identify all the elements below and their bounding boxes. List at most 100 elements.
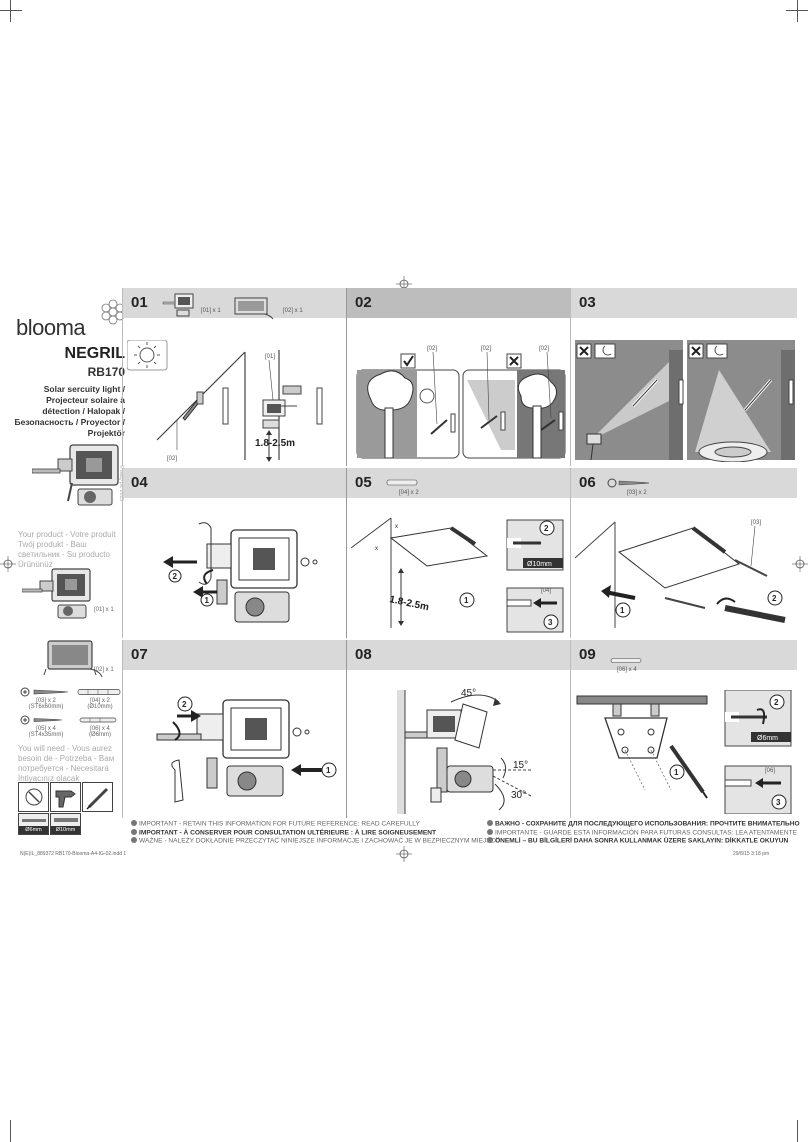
sidebar: blooma NEGRIL RB170 Solar sercuity light… [14, 285, 129, 845]
step-01-label-b: [01] [265, 354, 275, 360]
step-number: 03 [579, 294, 596, 311]
registration-mark-left [0, 556, 16, 572]
flag-ru-icon [487, 820, 493, 826]
screwdriver-tool-icon [18, 782, 49, 812]
floodlight-thumb-icon [162, 293, 194, 317]
step-05-part: [04] x 2 [399, 490, 419, 496]
important-notice-footer: IMPORTANT - RETAIN THIS INFORMATION FOR … [131, 820, 800, 848]
step-05-mark-x1: x [395, 524, 398, 530]
step-02-panel: 02 [02] [02] [02] [346, 288, 570, 466]
step-05-height-label: 1.8-2.5m [388, 594, 430, 613]
step-08-angle-45: 45° [461, 688, 476, 699]
step-09-callout-3: 3 [776, 798, 781, 807]
step-09-callout-1: 1 [674, 768, 679, 777]
registration-mark-right [792, 556, 808, 572]
step-06-panel: 06 [03] x 2 [03] 1 2 [570, 468, 797, 638]
flag-tr-icon [487, 837, 493, 844]
step-04-bracket-illustration: 2 1 [163, 522, 318, 623]
drill-bit-10mm-icon: Ø10mm [50, 813, 81, 835]
step-number: 05 [355, 474, 372, 491]
part-04-wall-plug-icon [77, 689, 121, 695]
part-04-label: [04] x 2(Ø10mm) [87, 698, 113, 710]
part-05-label: [05] x 4(ST4x35mm) [28, 726, 64, 738]
step-09-solar-mount-illustration: 1 2 Ø6mm [06] 3 [576, 690, 792, 814]
step-06-screwing-illustration: [03] 1 2 [575, 520, 786, 628]
step-01-part-02: [02] x 1 [283, 308, 303, 314]
step-number: 07 [131, 646, 148, 663]
your-product-heading: Your product - Votre produit Twój produk… [18, 530, 116, 569]
step-05-callout-2: 2 [544, 524, 549, 533]
floodlight-illustration [32, 444, 119, 506]
step-01-height-label: 1.8-2.5m [255, 438, 295, 449]
step-number: 04 [131, 474, 148, 491]
wall-plug-small-thumb-icon [610, 658, 642, 663]
step-01-label-a: [02] [167, 456, 177, 462]
notice-right-column: ВАЖНО - СОХРАНИТЕ ДЛЯ ПОСЛЕДУЮЩЕГО ИСПОЛ… [487, 820, 800, 846]
step-01-panel: 01 [01] x 1 [02] x 1 [02] [01] 1.8-2.5m [122, 288, 346, 466]
step-03-panel: 03 [570, 288, 797, 466]
pencil-tool-icon [82, 782, 113, 812]
step-08-angle-15: 15° [513, 760, 528, 771]
brand-logo-text: blooma [16, 315, 86, 340]
part-03-label: [03] x 2(ST6x60mm) [28, 698, 64, 710]
step-05-callout-3: 3 [548, 618, 553, 627]
you-will-need-heading: You will need - Vous aurez besoin de - P… [18, 744, 115, 783]
tools-grid: Ø6mm Ø10mm [18, 782, 114, 838]
step-07-callout-1: 1 [326, 766, 331, 775]
step-07-assembly-illustration: 2 1 [156, 696, 337, 803]
step-08-angle-30: 30° [511, 790, 526, 801]
step-06-callout-1: 1 [620, 606, 625, 615]
step-04-callout-2: 2 [173, 572, 178, 581]
flag-fr-icon [131, 828, 137, 835]
screw-thumb-icon [607, 478, 650, 488]
step-05-drilling-illustration: x x 1.8-2.5m 1 2 Ø10mm [04] 3 [351, 517, 564, 633]
step-number: 02 [355, 294, 372, 311]
notice-left-column: IMPORTANT - RETAIN THIS INFORMATION FOR … [131, 820, 500, 846]
step-09-drill-label: Ø6mm [757, 735, 778, 742]
step-09-panel: 09 [06] x 4 1 2 Ø6mm [06] 3 [570, 640, 797, 818]
step-02-label-2: [02] [481, 346, 491, 352]
print-slug-right: 29/8/15 3:18 pm [733, 851, 770, 857]
step-number: 06 [579, 474, 596, 491]
part-06-wall-plug-icon [79, 717, 117, 723]
part-05-screw-icon [20, 715, 63, 725]
step-01-part-01: [01] x 1 [201, 308, 221, 314]
step-06-callout-2: 2 [772, 594, 777, 603]
part-02-count: [02] x 1 [94, 667, 114, 673]
step-04-callout-1: 1 [205, 596, 210, 605]
step-05-drill-label: Ø10mm [527, 561, 552, 568]
part-02-solar-panel-icon [43, 640, 103, 678]
flag-en-icon [131, 820, 137, 826]
step-number: 01 [131, 294, 148, 311]
step-01-placement-illustration: [02] [01] 1.8-2.5m [127, 340, 323, 462]
step-02-label-1: [02] [427, 346, 437, 352]
part-01-count: [01] x 1 [94, 607, 114, 613]
step-09-callout-2: 2 [774, 698, 779, 707]
flag-es-icon [487, 828, 493, 835]
step-08-panel: 08 45° 15° 30° [346, 640, 570, 818]
step-number: 08 [355, 646, 372, 663]
step-04-panel: 04 2 1 [122, 468, 346, 638]
step-number: 09 [579, 646, 596, 663]
product-description: Solar sercuity light / Projecteur solair… [14, 384, 125, 438]
step-08-angle-illustration: 45° 15° 30° [397, 688, 532, 814]
part-01-floodlight-icon [22, 568, 91, 619]
flag-pl-icon [131, 837, 137, 844]
step-06-label: [03] [751, 520, 761, 526]
step-02-label-3: [02] [539, 346, 549, 352]
step-05-panel: 05 [04] x 2 x x 1.8-2.5m 1 2 Ø10mm [04] … [346, 468, 570, 638]
product-code: RB170 [87, 365, 125, 379]
product-name: NEGRIL [64, 345, 125, 362]
step-05-label: [04] [541, 588, 551, 594]
step-02-position-illustration: [02] [02] [02] [356, 346, 566, 459]
blooma-flower-logo-icon [101, 299, 125, 325]
part-06-label: [06] x 4(Ø6mm) [89, 726, 111, 738]
step-09-part: [06] x 4 [617, 667, 637, 673]
part-03-screw-icon [20, 687, 68, 697]
solar-panel-thumb-icon [234, 297, 274, 320]
step-03-night-illustration [575, 340, 795, 462]
drill-tool-icon [50, 782, 81, 812]
registration-mark-bottom [396, 846, 412, 862]
step-06-part: [03] x 2 [627, 490, 647, 496]
step-05-callout-1: 1 [464, 596, 469, 605]
